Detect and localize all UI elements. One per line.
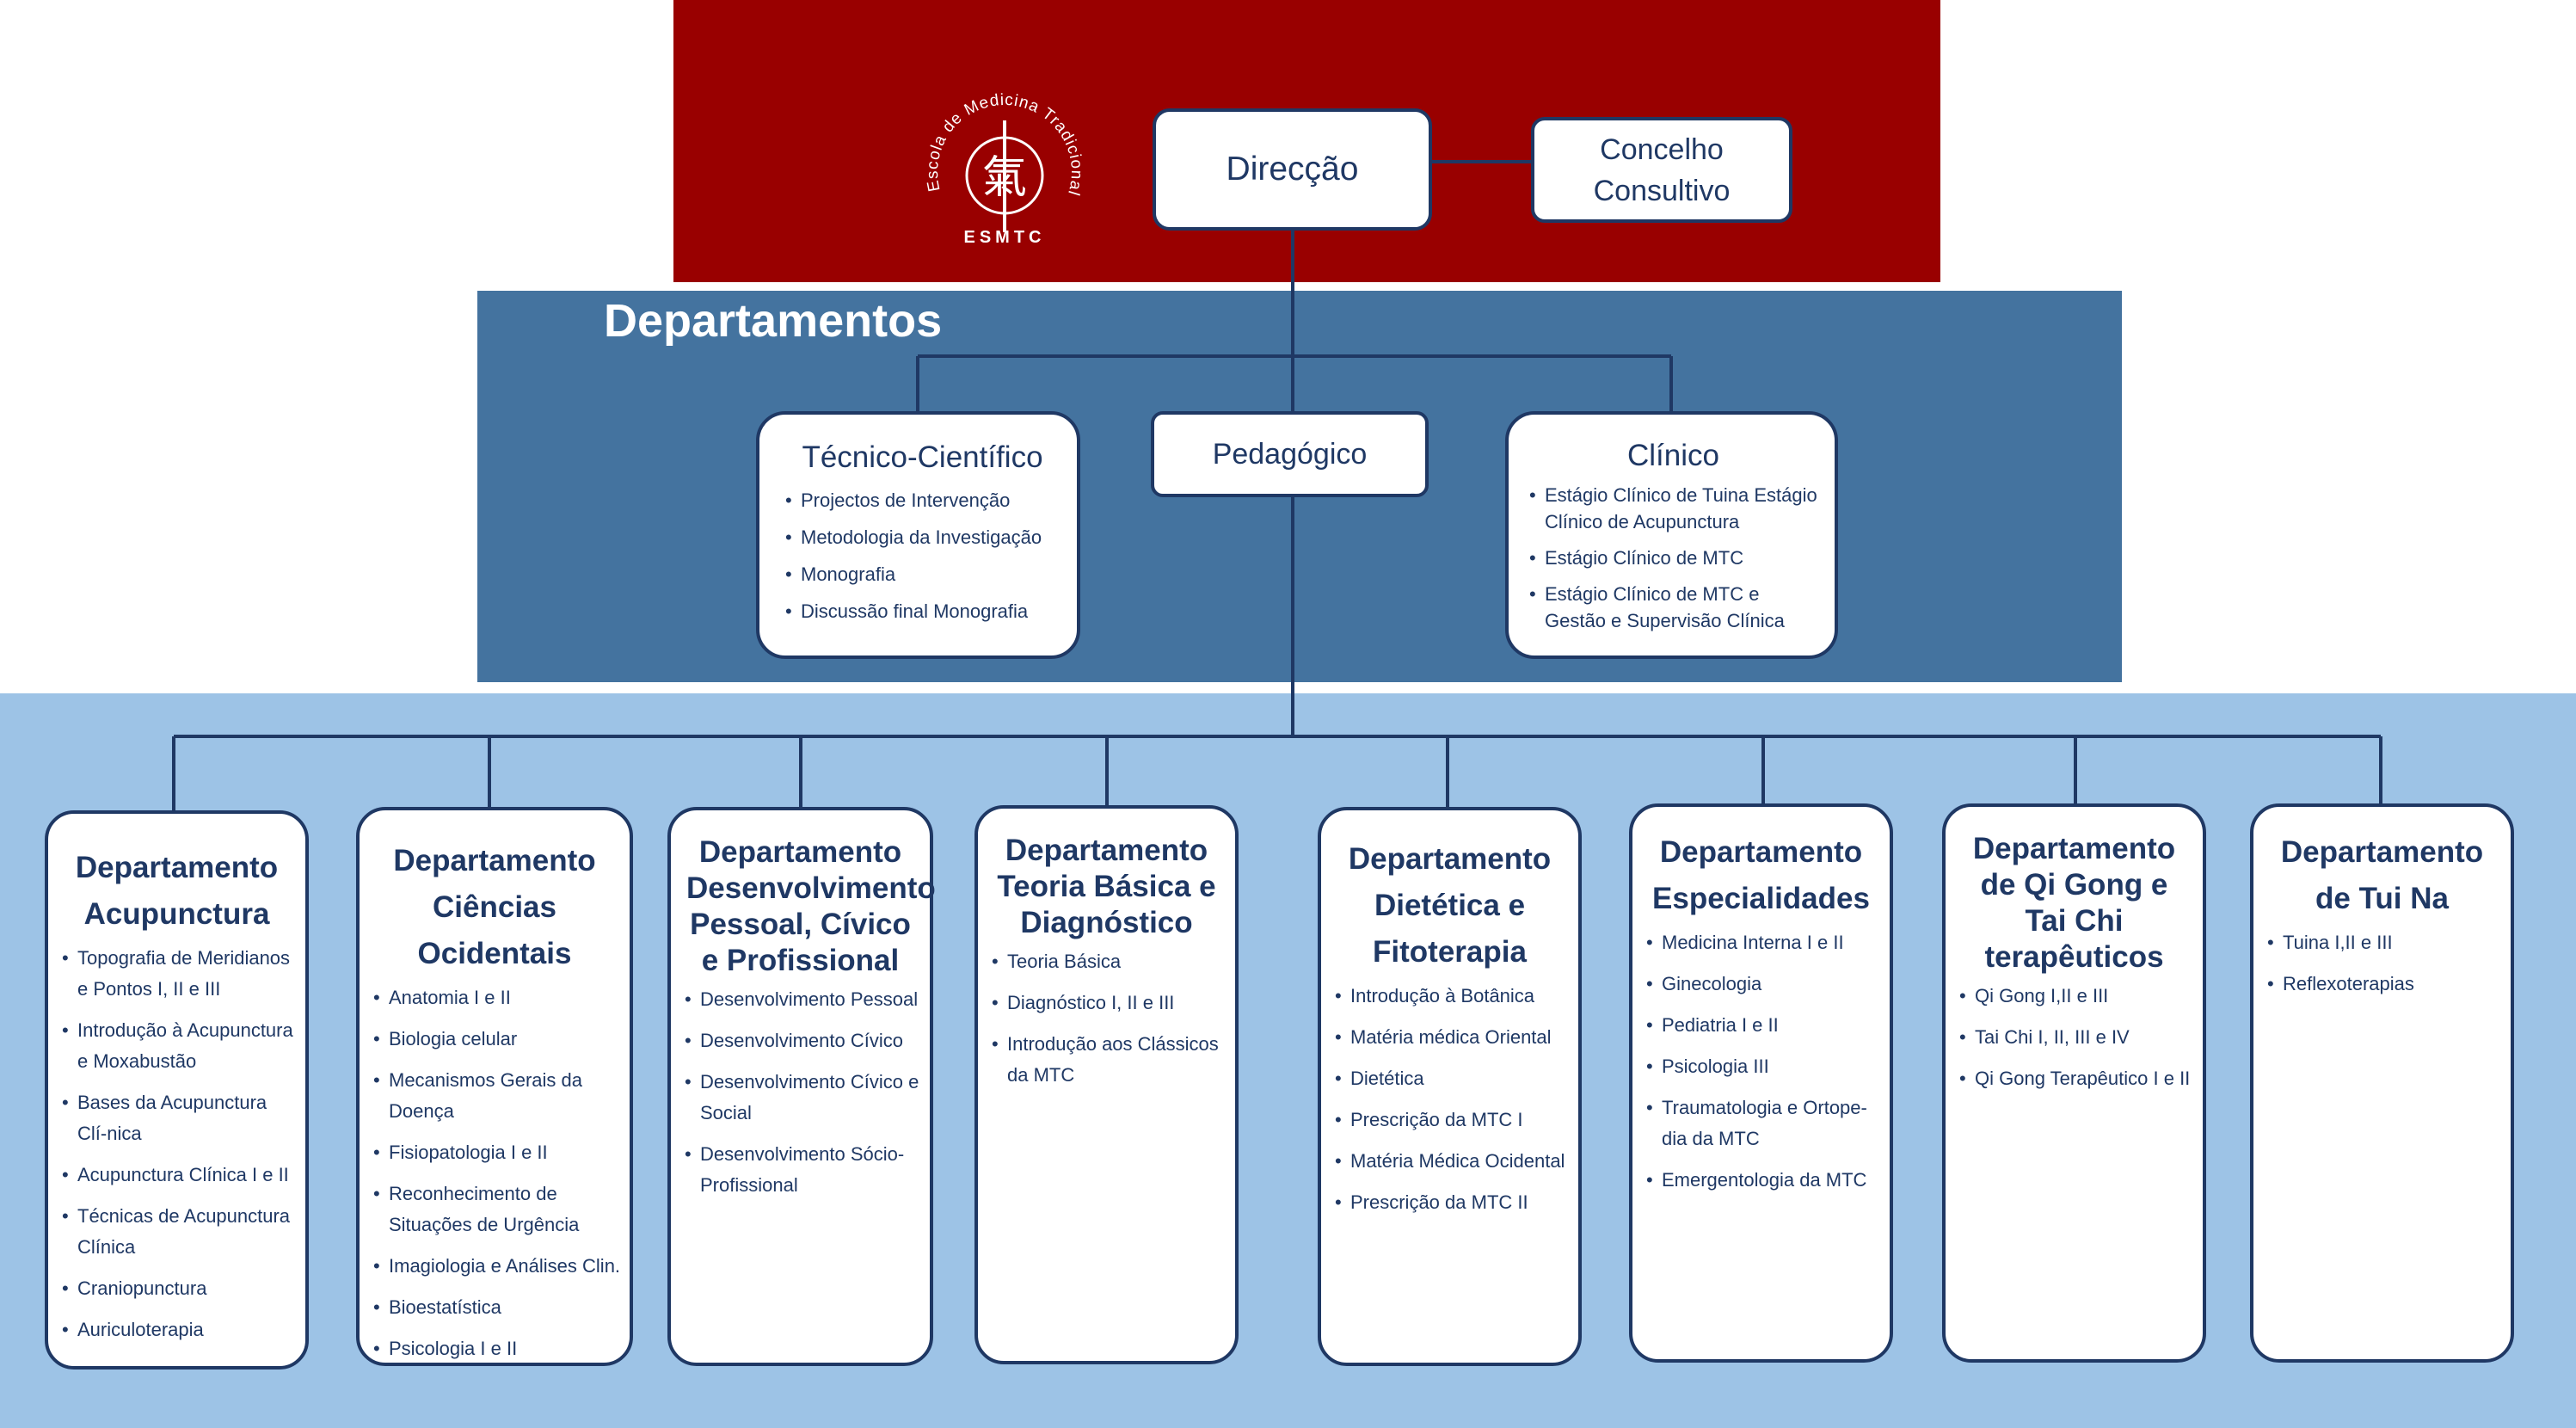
pedagogico-box: Pedagógico <box>1151 411 1429 497</box>
list-item: Desenvolvimento Cívico e Social <box>679 1067 921 1129</box>
list-item: Diagnóstico I, II e III <box>987 988 1227 1019</box>
list-item: Projectos de Intervenção <box>780 485 1065 516</box>
list-item: Desenvolvimento Cívico <box>679 1025 921 1056</box>
list-item: Reflexoterapias <box>2262 969 2502 1000</box>
list-item: Acupunctura Clínica I e II <box>57 1160 297 1191</box>
list-item: Estágio Clínico de MTC <box>1524 545 1823 571</box>
list-item: Tuina I,II e III <box>2262 927 2502 958</box>
clinico-box: Clínico Estágio Clínico de Tuina Estágio… <box>1505 411 1838 659</box>
list-item: Bioestatística <box>368 1292 621 1323</box>
department-item-list: Qi Gong I,II e III Tai Chi I, II, III e I… <box>1954 981 2194 1094</box>
department-box: Departamento AcupuncturaTopografia de Me… <box>45 810 309 1370</box>
department-box: Departamento Ciências OcidentaisAnatomia… <box>356 807 633 1366</box>
pedagogico-title: Pedagógico <box>1212 437 1368 471</box>
department-item-list: Topografia de Meridianos e Pontos I, II … <box>57 943 297 1345</box>
list-item: Qi Gong I,II e III <box>1954 981 2194 1012</box>
list-item: Introdução à Botânica <box>1330 981 1570 1012</box>
list-item: Matéria médica Oriental <box>1330 1022 1570 1053</box>
svg-text:ESMTC: ESMTC <box>964 228 1046 247</box>
department-title: Departamento Teoria Básica e Diagnóstico <box>997 834 1216 939</box>
list-item: Topografia de Meridianos e Pontos I, II … <box>57 943 297 1005</box>
esmtc-logo: Escola de Medicina Tradicional Chinesa 氣… <box>913 72 1091 258</box>
department-box: Departamento de Tui Na Tuina I,II e III Re… <box>2250 803 2514 1363</box>
list-item: Tai Chi I, II, III e IV <box>1954 1022 2194 1053</box>
list-item: Matéria Médica Ocidental <box>1330 1146 1570 1177</box>
department-title: Departamento de Tui Na <box>2280 835 2484 915</box>
list-item: Fisiopatologia I e II <box>368 1137 621 1168</box>
department-box: Departamento de Qi Gong e Tai Chi terapê… <box>1942 803 2206 1363</box>
department-box: Departamento Teoria Básica e Diagnóstico… <box>974 805 1239 1364</box>
department-title: Departamento Especialidades <box>1652 835 1870 915</box>
list-item: Prescrição da MTC II <box>1330 1187 1570 1218</box>
list-item: Traumatologia e Ortope-dia da MTC <box>1641 1093 1881 1154</box>
list-item: Psicologia I e II <box>368 1333 621 1364</box>
list-item: Craniopunctura <box>57 1273 297 1304</box>
department-box: Departamento EspecialidadesMedicina Inte… <box>1629 803 1893 1363</box>
list-item: Estágio Clínico de MTC e Gestão e Superv… <box>1524 581 1823 634</box>
list-item: Auriculoterapia <box>57 1314 297 1345</box>
clinico-title: Clínico <box>1627 439 1719 472</box>
department-item-list: Medicina Interna I e II GinecologiaPediat… <box>1641 927 1881 1196</box>
list-item: Monografia <box>780 559 1065 590</box>
department-item-list: Teoria BásicaDiagnóstico I, II e III Intr… <box>987 946 1227 1091</box>
list-item: Introdução aos Clássicos da MTC <box>987 1029 1227 1091</box>
list-item: Emergentologia da MTC <box>1641 1165 1881 1196</box>
list-item: Psicologia III <box>1641 1051 1881 1082</box>
list-item: Desenvolvimento Sócio-Profissional <box>679 1139 921 1201</box>
department-item-list: Desenvolvimento PessoalDesenvolvimento C… <box>679 984 921 1201</box>
list-item: Técnicas de Acupunctura Clínica <box>57 1201 297 1263</box>
list-item: Prescrição da MTC I <box>1330 1105 1570 1136</box>
list-item: Estágio Clínico de Tuina Estágio Clínico… <box>1524 482 1823 535</box>
tecnico-title: Técnico-Científico <box>802 440 1043 474</box>
list-item: Bases da Acupunctura Clí-nica <box>57 1087 297 1149</box>
department-title: Departamento Ciências Ocidentais <box>393 844 596 970</box>
list-item: Teoria Básica <box>987 946 1227 977</box>
clinico-list: Estágio Clínico de Tuina Estágio Clínico… <box>1524 482 1823 634</box>
tecnico-cientifico-box: Técnico-Científico Projectos de Interven… <box>756 411 1080 659</box>
list-item: Discussão final Monografia <box>780 596 1065 627</box>
list-item: Medicina Interna I e II <box>1641 927 1881 958</box>
list-item: Anatomia I e II <box>368 982 621 1013</box>
list-item: Desenvolvimento Pessoal <box>679 984 921 1015</box>
list-item: Qi Gong Terapêutico I e II <box>1954 1063 2194 1094</box>
department-item-list: Anatomia I e II Biologia celularMecanismo… <box>368 982 621 1364</box>
department-title: Departamento Dietética e Fitoterapia <box>1348 842 1552 969</box>
list-item: Ginecologia <box>1641 969 1881 1000</box>
concelho-line2: Consultivo <box>1593 174 1731 207</box>
direccao-title: Direcção <box>1226 151 1359 188</box>
department-box: Departamento Dietética e FitoterapiaIntr… <box>1318 807 1582 1366</box>
department-box: Departamento Desenvolvimento Pessoal, Cí… <box>667 807 936 1366</box>
department-title: Departamento de Qi Gong e Tai Chi terapê… <box>1972 832 2176 974</box>
list-item: Dietética <box>1330 1063 1570 1094</box>
department-item-list: Tuina I,II e III Reflexoterapias <box>2262 927 2502 1000</box>
list-item: Reconhecimento de Situações de Urgência <box>368 1179 621 1240</box>
list-item: Pediatria I e II <box>1641 1010 1881 1041</box>
direccao-box: Direcção <box>1153 108 1432 231</box>
list-item: Metodologia da Investigação <box>780 522 1065 553</box>
list-item: Biologia celular <box>368 1024 621 1055</box>
departamentos-heading: Departamentos <box>604 295 943 347</box>
department-title: Departamento Acupunctura <box>75 851 279 931</box>
tecnico-list: Projectos de IntervençãoMetodologia da I… <box>780 485 1065 627</box>
department-title: Departamento Desenvolvimento Pessoal, Cí… <box>686 835 936 977</box>
concelho-consultivo-box: Concelho Consultivo <box>1531 117 1792 223</box>
list-item: Imagiologia e Análises Clin. <box>368 1251 621 1282</box>
list-item: Introdução à Acupunctura e Moxabustão <box>57 1015 297 1077</box>
list-item: Mecanismos Gerais da Doença <box>368 1065 621 1127</box>
concelho-line1: Concelho <box>1600 132 1724 166</box>
department-item-list: Introdução à BotânicaMatéria médica Orie… <box>1330 981 1570 1218</box>
svg-text:氣: 氣 <box>982 152 1027 204</box>
